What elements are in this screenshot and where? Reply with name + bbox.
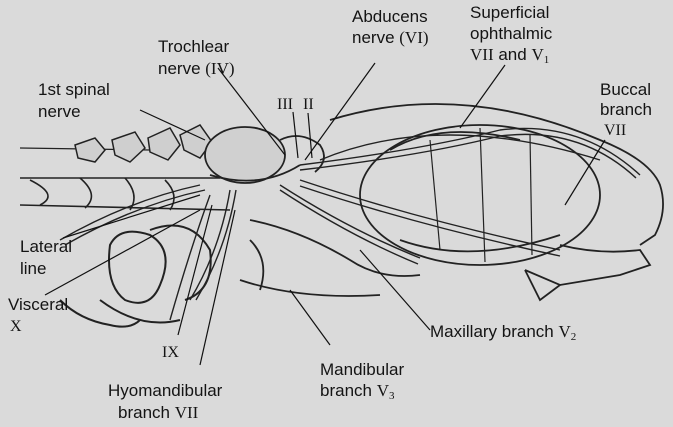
mandibular-label-sub: 3 <box>389 390 395 402</box>
buccal-label-line2: branch <box>600 100 652 119</box>
brain <box>205 127 324 183</box>
superficial-label-roman: VII <box>470 45 494 64</box>
buccal-label-line1: Buccal <box>600 80 651 99</box>
visceral-label-line1: Visceral <box>8 295 68 314</box>
lateral-line-label-line2: line <box>20 259 46 278</box>
superficial-label-line2: ophthalmic <box>470 24 552 43</box>
hyomandibular-label-word: branch <box>118 403 170 422</box>
vertebrae <box>75 125 212 162</box>
abducens-label-word: nerve <box>352 28 395 47</box>
first-spinal-label-line2: nerve <box>38 102 81 121</box>
trochlear-label-line2: nerve (IV) <box>158 59 235 78</box>
hyomandibular-label-roman: VII <box>175 403 199 422</box>
superficial-label-v: V <box>531 45 543 64</box>
maxillary-label-text: Maxillary branch <box>430 322 554 341</box>
maxillary-label-sub: 2 <box>571 331 577 343</box>
hyomandibular-label-line2: branch VII <box>118 403 198 422</box>
first-spinal-label-line1: 1st spinal <box>38 80 110 99</box>
eye-orbit <box>360 125 600 265</box>
trochlear-label-line1: Trochlear <box>158 37 229 56</box>
trochlear-label-word: nerve <box>158 59 201 78</box>
gill-arches <box>60 226 211 327</box>
maxillary-label: Maxillary branch V2 <box>430 322 576 347</box>
lateral-line-label-line1: Lateral <box>20 237 72 256</box>
superficial-label-line3: VII and V1 <box>470 45 549 70</box>
cranial-nerve-ii-label: II <box>303 96 314 114</box>
mandibular-label-line2: branch V3 <box>320 381 395 406</box>
hyomandibular-label-line1: Hyomandibular <box>108 381 222 400</box>
maxillary-label-v: V <box>559 322 571 341</box>
trochlear-label-roman: (IV) <box>205 59 234 78</box>
jaw <box>240 220 420 296</box>
superficial-label-and: and <box>498 45 526 64</box>
abducens-label-line1: Abducens <box>352 7 428 26</box>
mandibular-label-word: branch <box>320 381 372 400</box>
cranial-nerve-ix-label: IX <box>162 344 179 362</box>
mandibular-label-v: V <box>377 381 389 400</box>
superficial-label-sub: 1 <box>544 54 550 66</box>
buccal-label-line3: VII <box>604 122 626 140</box>
abducens-label-roman: (VI) <box>399 28 428 47</box>
mandibular-label-line1: Mandibular <box>320 360 404 379</box>
visceral-label-line2: X <box>10 318 22 336</box>
abducens-label-line2: nerve (VI) <box>352 28 429 47</box>
cranial-nerve-iii-label: III <box>277 96 293 114</box>
superficial-label-line1: Superficial <box>470 3 549 22</box>
